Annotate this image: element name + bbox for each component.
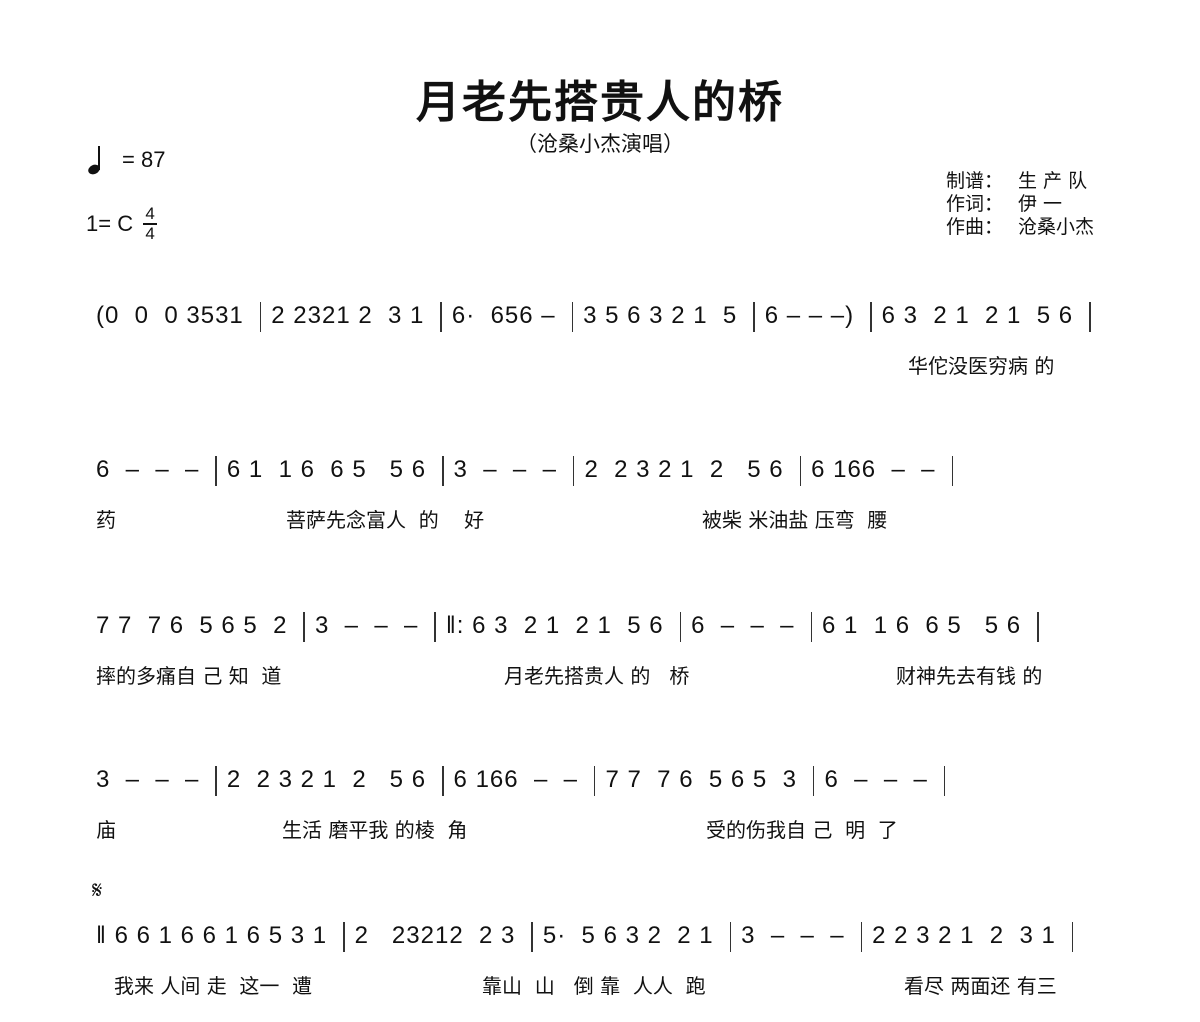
credit-composer: 作曲：沧桑小杰 (946, 216, 1095, 238)
lyric-phrase: 靠山 山 倒 靠 人人 跑 (482, 974, 706, 998)
barline (442, 766, 444, 796)
measure: 3 – – – (96, 766, 200, 793)
staff-line-5: ‖ 6 6 1 6 6 1 6 5 3 1 2 23212 2 3 5· 5 6 3… (96, 922, 1120, 1022)
quarter-note-icon (86, 146, 104, 177)
barline (943, 766, 946, 796)
staff-line-4: 3 – – – 2 2 3 2 1 2 5 6 6 166 – – 7 7 7 6 5… (96, 766, 1120, 866)
credit-arranger: 制谱：生 产 队 (946, 170, 1088, 192)
barline (753, 302, 755, 332)
notation-row: ‖ 6 6 1 6 6 1 6 5 3 1 2 23212 2 3 5· 5 6 3… (96, 922, 1120, 968)
barline (812, 766, 815, 796)
segno-icon: 𝄋 (92, 876, 103, 904)
barline (215, 456, 217, 486)
tempo-value: = 87 (122, 147, 166, 172)
measure: 6· 656 – (451, 302, 556, 329)
barline (679, 612, 682, 642)
lyric-phrase: 我来 人间 走 这一 遭 (114, 974, 313, 998)
lyric-phrase: 菩萨先念富人 的 好 (286, 508, 485, 532)
measure: 6 1 1 6 6 5 5 6 (822, 612, 1022, 639)
measure: 2 23212 2 3 (354, 922, 516, 949)
measure: 6 166 – – (811, 456, 936, 483)
tempo-marking: = 87 (86, 146, 166, 177)
lyric-phrase: 财神先去有钱 的 (896, 664, 1043, 688)
barline (440, 302, 442, 332)
barline (1037, 612, 1039, 642)
measure: ‖: 6 3 2 1 2 1 5 6 (445, 612, 664, 639)
measure: 2 2 3 2 1 2 5 6 (226, 766, 427, 793)
credit-lyricist: 作词：伊 一 (946, 193, 1063, 215)
staff-line-2: 6 – – – 6 1 1 6 6 5 5 6 3 – – – 2 2 3 2 1 2… (96, 456, 1120, 556)
credits: 制谱：生 产 队 作词：伊 一 作曲：沧桑小杰 (946, 170, 1094, 239)
barline (860, 922, 863, 952)
lyric-phrase: 月老先搭贵人 的 桥 (504, 664, 690, 688)
measure: 2 2 3 2 1 2 5 6 (584, 456, 784, 483)
measure: 2 2 3 2 1 2 3 1 (872, 922, 1056, 949)
staff-line-1: (0 0 0 3531 2 2321 2 3 1 6· 656 – 3 5 6 3 2… (96, 302, 1120, 402)
notation-row: 7 7 7 6 5 6 5 2 3 – – – ‖: 6 3 2 1 2 1 5 6… (96, 612, 1120, 658)
barline (951, 456, 954, 486)
measure: 6 – – – (96, 456, 200, 483)
song-title: 月老先搭贵人的桥 (416, 77, 784, 128)
barline (870, 302, 872, 332)
barline (571, 302, 574, 332)
measure: 6 – – – (691, 612, 795, 639)
lyric-phrase: 摔的多痛自 己 知 道 (96, 664, 282, 688)
measure: 6 – – – (824, 766, 928, 793)
measure: 3 5 6 3 2 1 5 (583, 302, 738, 329)
measure: 3 – – – (453, 456, 557, 483)
barline (531, 922, 533, 952)
measure: 3 – – – (314, 612, 419, 639)
barline (343, 922, 345, 952)
time-signature: 4 4 (143, 205, 158, 242)
measure: 6 3 2 1 2 1 5 6 (881, 302, 1074, 329)
notation-row: 6 – – – 6 1 1 6 6 5 5 6 3 – – – 2 2 3 2 1 2… (96, 456, 1120, 502)
barline (572, 456, 575, 486)
measure: 5· 5 6 3 2 2 1 (542, 922, 714, 949)
barline (259, 302, 262, 332)
barline (442, 456, 444, 486)
measure: 7 7 7 6 5 6 5 2 (96, 612, 288, 639)
barline (1089, 302, 1091, 332)
performer-subtitle: （沧桑小杰演唱） (516, 132, 684, 156)
lyric-phrase: 受的伤我自 己 明 了 (706, 818, 898, 842)
measure: (0 0 0 3531 (96, 302, 244, 329)
barline (729, 922, 732, 952)
barline (799, 456, 802, 486)
lyric-phrase: 看尽 两面还 有三 (904, 974, 1057, 998)
lyric-phrase: 生活 磨平我 的棱 角 (282, 818, 468, 842)
measure: 6 – – –) (764, 302, 855, 329)
measure: 3 – – – (741, 922, 845, 949)
key-signature: 1= C 4 4 (86, 205, 158, 242)
lyric-phrase: 药 (96, 508, 116, 532)
lyric-phrase: 被柴 米油盐 压弯 腰 (702, 508, 888, 532)
measure: 6 1 1 6 6 5 5 6 (226, 456, 427, 483)
notation-row: 3 – – – 2 2 3 2 1 2 5 6 6 166 – – 7 7 7 6 5… (96, 766, 1120, 812)
barline (434, 612, 436, 642)
barline (1071, 922, 1074, 952)
measure: 2 2321 2 3 1 (271, 302, 425, 329)
measure: 7 7 7 6 5 6 5 3 (605, 766, 797, 793)
measure: 6 166 – – (453, 766, 578, 793)
barline (215, 766, 217, 796)
barline (303, 612, 305, 642)
lyric-phrase: 华佗没医穷病 的 (908, 354, 1055, 378)
lyric-phrase: 庙 (96, 818, 116, 842)
staff-line-3: 7 7 7 6 5 6 5 2 3 – – – ‖: 6 3 2 1 2 1 5 6… (96, 612, 1120, 712)
notation-row: (0 0 0 3531 2 2321 2 3 1 6· 656 – 3 5 6 3 2… (96, 302, 1120, 348)
barline (810, 612, 812, 642)
barline (593, 766, 596, 796)
measure: ‖ 6 6 1 6 6 1 6 5 3 1 (96, 922, 328, 949)
key-value: 1= C (86, 210, 134, 236)
